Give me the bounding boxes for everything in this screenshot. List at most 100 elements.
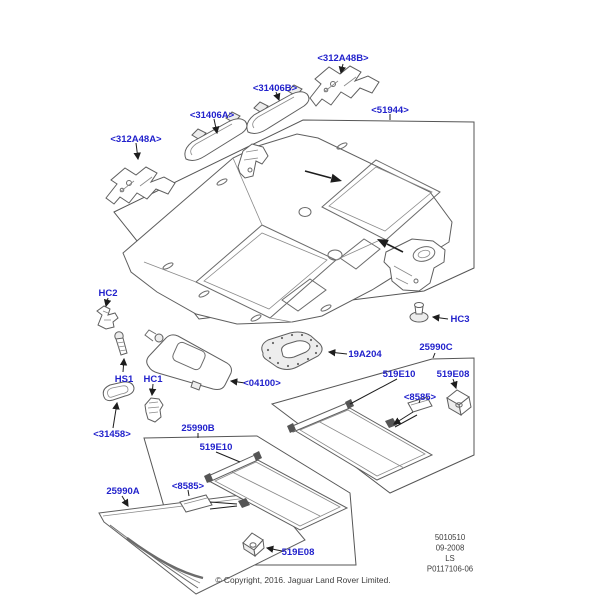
footer: © Copyright, 2016. Jaguar Land Rover Lim… (215, 533, 473, 585)
slot (336, 142, 348, 150)
visor-pivot (154, 333, 164, 343)
leader-lines (103, 63, 458, 553)
pointer-8585-c (393, 411, 414, 425)
callout-19a204-label: 19A204 (348, 349, 382, 360)
leader-19a204 (327, 348, 348, 357)
leader-8585-c (418, 399, 421, 404)
part-grab-handle-31406b (246, 84, 310, 134)
crease (143, 261, 197, 283)
callout-25990b-label: 25990B (181, 423, 214, 434)
slot (320, 304, 332, 312)
panel-outline (98, 491, 306, 595)
callout-519e10-c-label: 519E10 (383, 369, 416, 380)
callout-519e08-c-label: 519E08 (437, 369, 470, 380)
part-bracket-519e08-c (446, 389, 472, 416)
slot (198, 290, 210, 298)
blind-crease (317, 420, 405, 469)
leader-25990a (121, 495, 129, 507)
leader-31458 (112, 401, 120, 429)
leader-519e10-b (215, 451, 241, 463)
callout-hc3-label: HC3 (450, 314, 469, 325)
opening-inner (328, 166, 433, 232)
leader-519e10-c (349, 378, 398, 405)
crease (269, 317, 293, 323)
part-blind-b-519e10 (204, 451, 349, 531)
pin-cap (414, 302, 424, 308)
leader-312a48a (133, 142, 141, 161)
headliner-hole (327, 249, 343, 261)
leader-519e08-b (265, 545, 283, 553)
handle-foot (191, 128, 207, 141)
part-bracket-312a48a (105, 166, 176, 205)
doc-date: 09-2008 (436, 544, 465, 553)
part-clip-hc2 (96, 305, 119, 330)
box-blind-25990c (270, 357, 475, 494)
blind-inner (299, 409, 426, 477)
headliner-hole (298, 207, 312, 217)
callout-8585-c-label: <8585> (404, 392, 437, 403)
leader-04100 (229, 378, 246, 386)
headliner-console-cutout-rear (339, 238, 381, 270)
part-handle-bezel-31458 (102, 381, 135, 402)
crease (232, 157, 263, 226)
visor-body (146, 334, 232, 390)
module-hole (413, 278, 419, 284)
callout-8585-b-label: <8585> (172, 481, 205, 492)
clip-outline (96, 305, 119, 330)
headliner-crease-lines (143, 157, 381, 323)
callout-hc1-label: HC1 (143, 374, 163, 385)
part-headliner-51944 (122, 133, 453, 325)
part-rear-module (377, 238, 446, 292)
callout-31458-label: <31458> (93, 429, 131, 440)
leader-hc2 (103, 297, 112, 308)
pointer-8585-b (209, 501, 238, 505)
leader-25990c (432, 352, 436, 359)
screw-threads (116, 341, 127, 352)
module-duct (412, 246, 436, 262)
bracket-hole (119, 187, 125, 193)
bezel-inner (107, 385, 129, 398)
bracket-detail (119, 176, 153, 193)
handle-detail (190, 123, 233, 156)
gasket-rivets (266, 333, 319, 368)
pointer-8585-c2 (394, 414, 418, 428)
leader-31406b (273, 91, 281, 102)
bracket-hole (249, 542, 257, 548)
slot (216, 178, 228, 186)
mount-arrow-icon (377, 239, 389, 248)
blind-crease (231, 471, 321, 517)
opening-outer (321, 159, 441, 241)
bracket-front (446, 397, 462, 416)
part-screw-hs1 (114, 331, 128, 356)
part-sunvisor-04100 (144, 329, 232, 391)
bar-end-cap (287, 423, 296, 433)
part-bracket-312a48b (309, 65, 380, 107)
leader-hc3 (431, 314, 449, 322)
opening-inner (203, 232, 328, 310)
bar-end-cap (204, 473, 213, 483)
housing-detail (243, 149, 259, 161)
part-clip-hc1 (144, 397, 164, 423)
callout-hs1-label: HS1 (115, 374, 134, 385)
callout-51944-label: <51944> (371, 105, 409, 116)
callout-31406a-label: <31406A> (190, 110, 235, 121)
part-pin-hc3 (409, 302, 429, 323)
crease (335, 239, 381, 261)
callout-04100-label: <04100> (243, 378, 281, 389)
callout-31406b-label: <31406B> (253, 83, 298, 94)
callout-312a48b-label: <312A48B> (317, 53, 369, 64)
housing-outline (237, 143, 269, 179)
clip-outline (144, 397, 164, 423)
headliner-rear-sunroof-opening (321, 159, 441, 241)
clip-detail (102, 310, 111, 321)
gasket-opening (281, 340, 311, 359)
callout-25990a-label: 25990A (106, 486, 139, 497)
doc-ref: P0117106-06 (427, 565, 473, 574)
module-duct-inner (417, 249, 431, 259)
module-detail (393, 265, 413, 285)
housing-hole (247, 167, 253, 173)
pad-outline (179, 494, 213, 513)
bar-end-cap (345, 399, 354, 409)
